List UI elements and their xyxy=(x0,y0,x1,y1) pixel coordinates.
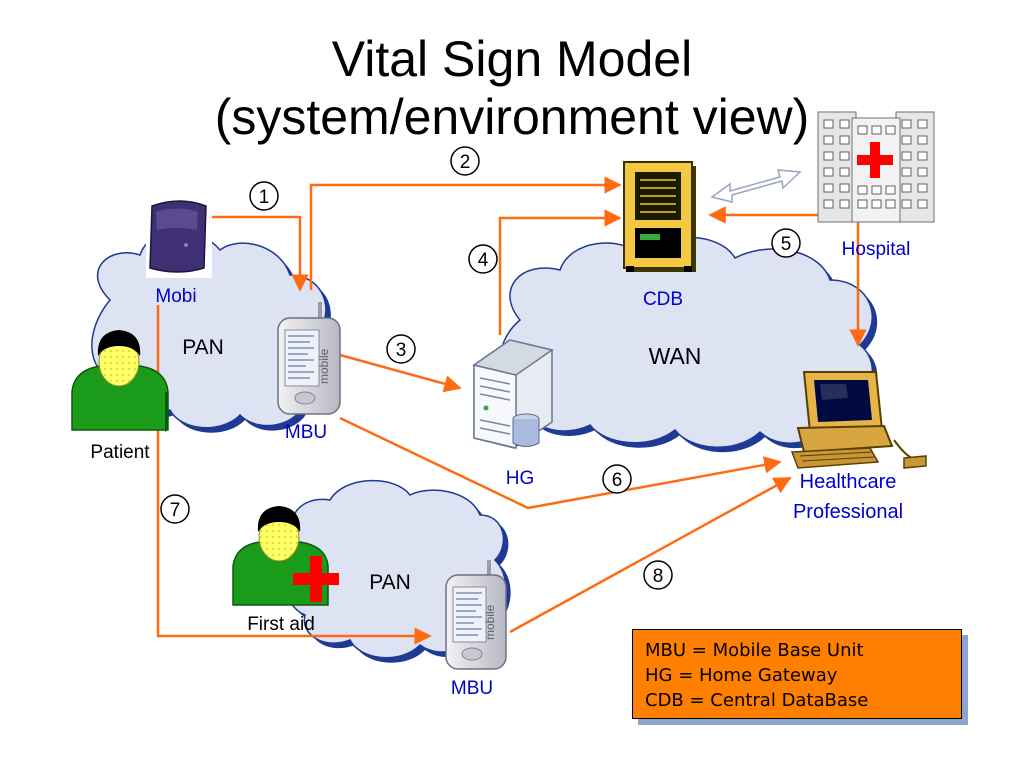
step-badges: 1 2 3 4 5 6 7 8 xyxy=(160,146,801,590)
mobi-device-icon xyxy=(146,198,212,278)
legend-line-cdb: CDB = Central DataBase xyxy=(645,690,869,711)
label-pan-patient: PAN xyxy=(182,336,224,359)
cdb-server-icon xyxy=(623,161,696,272)
step-number-7: 7 xyxy=(170,500,181,521)
flow-arrows xyxy=(156,176,867,645)
step-badge-2: 2 xyxy=(450,146,480,176)
legend-line-hg: HG = Home Gateway xyxy=(645,665,838,686)
title-line-2: (system/environment view) xyxy=(214,89,810,145)
phone-label-first-aid: mobile xyxy=(483,604,497,640)
step-number-6: 6 xyxy=(612,470,623,491)
label-hospital: Hospital xyxy=(842,239,911,260)
slide-title: Vital Sign Model (system/environment vie… xyxy=(0,30,1024,146)
abbreviation-legend: MBU = Mobile Base Unit HG = Home Gateway… xyxy=(632,629,962,719)
step-number-8: 8 xyxy=(653,566,664,587)
step-badge-3: 3 xyxy=(386,334,416,364)
label-first-aid: First aid xyxy=(247,614,315,635)
first-aid-cross-icon xyxy=(293,556,339,602)
step-badge-7: 7 xyxy=(160,494,190,524)
first-aid-person-icon xyxy=(232,506,329,606)
label-hg: HG xyxy=(506,468,535,489)
step-badge-8: 8 xyxy=(643,560,673,590)
label-mobi: Mobi xyxy=(155,286,196,307)
title-line-1: Vital Sign Model xyxy=(331,31,693,87)
arrow-6 xyxy=(339,416,782,510)
label-wan: WAN xyxy=(649,343,702,369)
arrow-1 xyxy=(210,215,309,292)
arrow-8 xyxy=(509,476,792,634)
mbu-phone-patient-icon: mobile xyxy=(277,302,341,415)
label-cdb: CDB xyxy=(643,289,683,310)
hg-server-icon xyxy=(472,339,554,449)
step-number-2: 2 xyxy=(460,152,471,173)
step-number-5: 5 xyxy=(781,234,792,255)
mbu-phone-first-aid-icon: mobile xyxy=(445,560,507,670)
arrow-2 xyxy=(309,176,622,290)
step-number-4: 4 xyxy=(478,250,489,271)
label-healthcare-line1: Healthcare xyxy=(800,471,897,493)
patient-person-icon xyxy=(71,330,169,432)
label-mbu-first-aid: MBU xyxy=(451,678,493,699)
step-badge-6: 6 xyxy=(602,464,632,494)
label-pan-first-aid: PAN xyxy=(369,571,411,594)
arrow-3 xyxy=(339,353,462,393)
step-badge-1: 1 xyxy=(249,181,279,211)
healthcare-computer-icon xyxy=(790,371,927,469)
legend-line-mbu: MBU = Mobile Base Unit xyxy=(645,640,864,661)
label-mbu-patient: MBU xyxy=(285,422,327,443)
phone-label-patient: mobile xyxy=(317,348,331,384)
label-healthcare-line2: Professional xyxy=(793,501,903,523)
cdb-hospital-link xyxy=(710,169,802,203)
label-patient: Patient xyxy=(90,442,150,463)
hospital-building-icon xyxy=(817,111,935,223)
arrow-4 xyxy=(498,209,622,335)
step-number-3: 3 xyxy=(396,340,407,361)
step-badge-5: 5 xyxy=(771,228,801,258)
step-number-1: 1 xyxy=(259,187,270,208)
step-badge-4: 4 xyxy=(468,244,498,274)
